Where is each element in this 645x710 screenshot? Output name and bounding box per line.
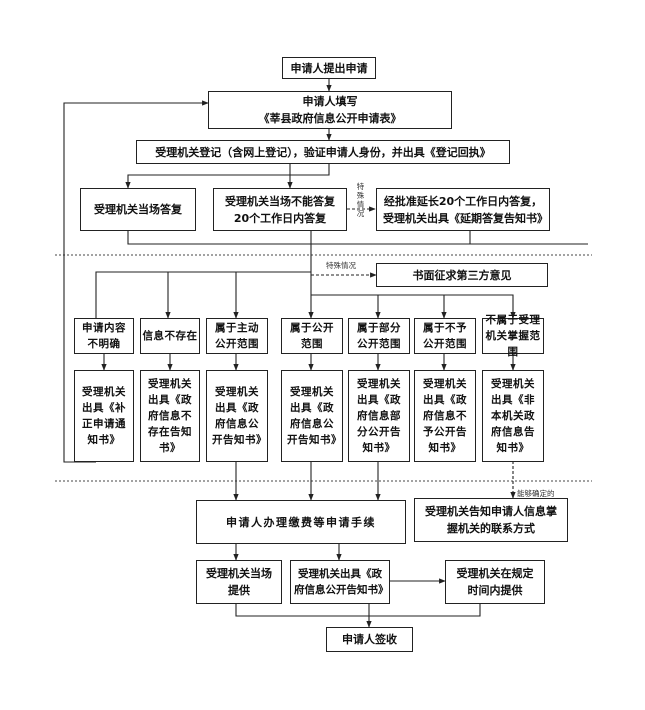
notice-not-in-scope: 受理机关出具《非本机关政府信息告知书》 [482, 370, 544, 462]
reply-spot-node: 受理机关当场答复 [80, 188, 196, 231]
category-partial-public: 属于部分公开范围 [348, 318, 410, 354]
category-not-in-scope: 不属于受理机关掌握范围 [482, 314, 544, 358]
notice-public: 受理机关出具《政府信息公开告知书》 [281, 370, 343, 462]
category-not-public: 属于不予公开范围 [414, 318, 476, 354]
notice-active-public: 受理机关出具《政府信息公开告知书》 [206, 370, 268, 462]
provide-spot-node: 受理机关当场提供 [196, 560, 282, 604]
category-active-public: 属于主动公开范围 [206, 318, 268, 354]
category-unclear: 申请内容不明确 [74, 318, 134, 354]
register-node: 受理机关登记（含网上登记），验证申请人身份，并出具《登记回执》 [136, 140, 510, 164]
category-not-exist: 信息不存在 [140, 318, 200, 354]
determinable-note: 能够确定的 [517, 489, 555, 498]
special-case-note-1: 特殊情况 [356, 182, 365, 218]
notice-not-public: 受理机关出具《政府信息不予公开告知书》 [414, 370, 476, 462]
fill-form-line-1: 申请人填写 [302, 95, 358, 108]
notice-partial-public: 受理机关出具《政府信息部分公开告知书》 [348, 370, 410, 462]
category-public: 属于公开范围 [281, 318, 343, 354]
third-party-node: 书面征求第三方意见 [376, 263, 548, 287]
fill-form-line-2: 《莘县政府信息公开申请表》 [258, 112, 402, 125]
notice-not-exist: 受理机关出具《政府信息不存在告知书》 [140, 370, 200, 462]
provide-later-node: 受理机关在规定时间内提供 [445, 560, 545, 604]
fill-form-node: 申请人填写 《莘县政府信息公开申请表》 [208, 91, 452, 129]
extend-node: 经批准延长20个工作日内答复，受理机关出具《延期答复告知书》 [376, 188, 550, 231]
reply-20-days-node: 受理机关当场不能答复20个工作日内答复 [213, 188, 347, 231]
notice-supplement: 受理机关出具《补正申请通知书》 [74, 370, 134, 462]
special-case-note-2: 特殊情况 [326, 261, 356, 270]
sign-node: 申请人签收 [326, 627, 413, 652]
issue-public-notice-node: 受理机关出具《政府信息公开告知书》 [290, 560, 390, 604]
apply-node: 申请人提出申请 [282, 57, 376, 79]
fees-node: 申请人办理缴费等申请手续 [196, 500, 406, 544]
inform-contact-node: 受理机关告知申请人信息掌握机关的联系方式 [414, 498, 568, 542]
